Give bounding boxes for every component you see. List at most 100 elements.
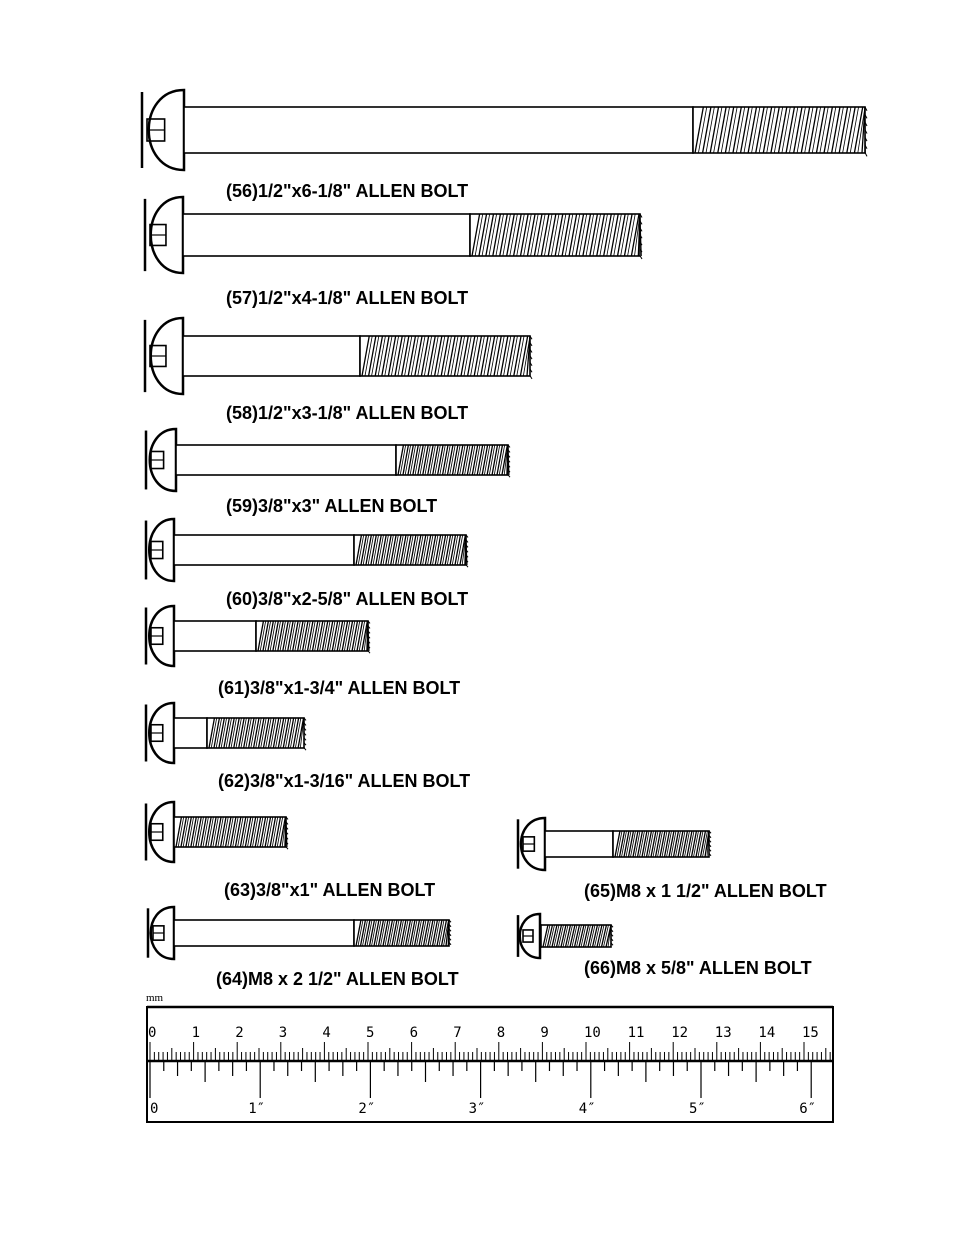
thread-line [443, 335, 452, 377]
thread-line [561, 213, 571, 257]
thread-line [432, 444, 439, 476]
thread-line [382, 534, 389, 566]
thread-line [446, 444, 454, 476]
thread-line [261, 816, 269, 848]
thread-tip [448, 942, 452, 946]
thread-line [429, 534, 437, 566]
cm-label: 5 [366, 1025, 374, 1041]
thread-line [450, 335, 459, 377]
thread-line [857, 106, 866, 154]
thread-line [456, 444, 464, 476]
thread-line [483, 335, 492, 377]
thread-line [417, 444, 424, 476]
thread-tip [465, 539, 469, 543]
thread-tip [367, 630, 371, 634]
thread-line [596, 213, 606, 257]
cm-label: 9 [540, 1025, 548, 1041]
thread-line [229, 816, 237, 848]
thread-line [587, 924, 594, 948]
thread-tip [507, 474, 511, 478]
thread-line [316, 620, 324, 652]
thread-line [185, 816, 192, 848]
thread-tip [285, 826, 289, 830]
thread-line [461, 444, 469, 476]
thread-line [558, 924, 564, 948]
thread-line [592, 213, 601, 257]
thread-tip [610, 938, 614, 942]
thread-line [380, 534, 387, 566]
bolt-thread [469, 213, 643, 260]
thread-line [694, 106, 704, 154]
thread-line [392, 534, 399, 566]
thread-line [492, 213, 502, 257]
thread-line [439, 444, 446, 476]
thread-line [413, 919, 421, 947]
thread-line [412, 444, 419, 476]
thread-line [269, 620, 276, 652]
thread-line [187, 816, 194, 848]
thread-line [589, 213, 599, 257]
thread-line [437, 335, 446, 377]
thread-line [368, 919, 376, 947]
thread-line [272, 717, 280, 749]
thread-line [309, 620, 316, 652]
thread-line [414, 444, 421, 476]
thread-line [823, 106, 834, 154]
thread-line [224, 816, 232, 848]
thread-line [357, 919, 364, 947]
cm-label: 15 [802, 1025, 819, 1041]
thread-line [766, 106, 776, 154]
thread-line [589, 924, 596, 948]
bolt-thread [692, 106, 868, 157]
thread-line [456, 534, 464, 566]
thread-line [210, 717, 218, 749]
thread-line [476, 335, 485, 377]
bolt-head [149, 316, 185, 396]
thread-line [732, 106, 742, 154]
thread-line [454, 444, 461, 476]
thread-line [294, 717, 302, 749]
thread-line [177, 816, 185, 848]
thread-line [613, 213, 622, 257]
thread-tip [367, 625, 371, 629]
thread-line [695, 830, 702, 858]
thread-line [717, 106, 727, 154]
cm-label: 10 [584, 1025, 601, 1041]
thread-tip [610, 933, 614, 937]
thread-line [394, 534, 402, 566]
bolt-57 [143, 195, 643, 275]
thread-tip [610, 929, 614, 933]
thread-line [693, 830, 699, 858]
thread-line [252, 816, 259, 848]
thread-tip [448, 937, 452, 941]
thread-line [427, 534, 434, 566]
thread-line [234, 816, 242, 848]
thread-line [360, 534, 368, 566]
thread-tip [285, 821, 289, 825]
thread-line [214, 816, 222, 848]
thread-line [439, 534, 447, 566]
thread-line [436, 444, 444, 476]
thread-line [416, 919, 422, 947]
thread-line [513, 335, 522, 377]
thread-line [688, 830, 695, 858]
thread-line [219, 816, 227, 848]
bolt-label-65: (65)M8 x 1 1/2" ALLEN BOLT [584, 881, 827, 901]
thread-tip [507, 469, 511, 473]
thread-line [284, 620, 291, 652]
thread-line [480, 335, 489, 377]
thread-tip [285, 846, 289, 850]
thread-line [446, 534, 454, 566]
thread-line [453, 335, 463, 377]
thread-tip [303, 717, 307, 721]
thread-line [661, 830, 668, 858]
cm-label: 8 [497, 1025, 505, 1041]
thread-line [800, 106, 811, 154]
thread-line [274, 816, 282, 848]
thread-tip [303, 747, 307, 751]
thread-line [404, 919, 412, 947]
thread-line [743, 106, 753, 154]
thread-line [781, 106, 791, 154]
ruler-unit-label: mm [146, 992, 164, 1004]
